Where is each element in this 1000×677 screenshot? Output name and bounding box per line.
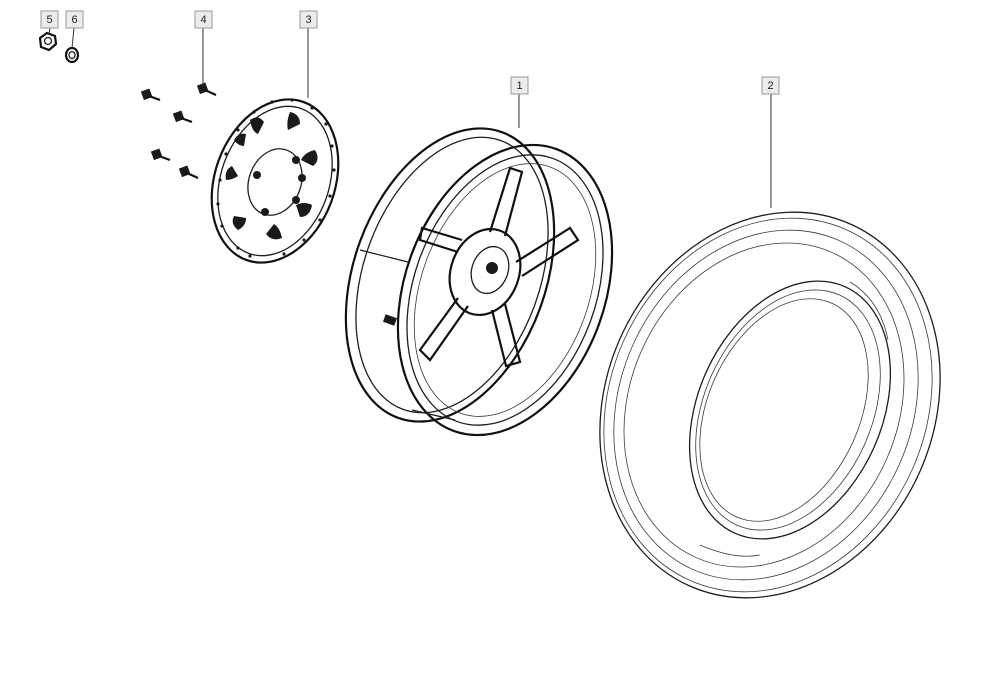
callout-4: 4 bbox=[194, 10, 213, 29]
callout-3: 3 bbox=[299, 10, 318, 29]
washer-part bbox=[64, 46, 80, 64]
bolt bbox=[196, 82, 217, 97]
callout-3-label: 3 bbox=[305, 14, 311, 26]
leader-6 bbox=[71, 27, 75, 49]
nut-part bbox=[38, 31, 58, 52]
callout-6-label: 6 bbox=[71, 14, 77, 26]
callout-1-label: 1 bbox=[516, 80, 522, 92]
brake-disc-part bbox=[210, 98, 340, 264]
bolt bbox=[150, 148, 171, 162]
tire-part bbox=[599, 211, 941, 599]
callout-5: 5 bbox=[40, 10, 59, 29]
disc-bolts-part bbox=[140, 82, 217, 180]
callout-2: 2 bbox=[761, 76, 780, 95]
callout-4-label: 4 bbox=[200, 14, 206, 26]
wheel-rim-part bbox=[344, 127, 614, 437]
callout-2-label: 2 bbox=[767, 80, 773, 92]
bolt bbox=[172, 110, 193, 124]
callout-1: 1 bbox=[510, 76, 529, 95]
callout-6: 6 bbox=[65, 10, 84, 29]
leader-5 bbox=[48, 27, 51, 35]
bolt bbox=[140, 88, 161, 102]
callout-5-label: 5 bbox=[46, 14, 52, 26]
bolt bbox=[178, 165, 199, 180]
